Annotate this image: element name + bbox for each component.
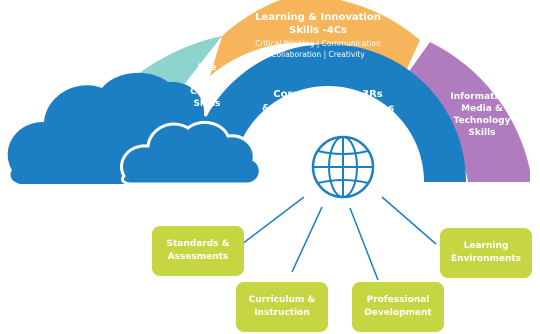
support-curriculum-line2: Instruction [254,308,310,318]
learning-innovation-line1: Learning & Innovation [255,12,381,23]
support-learning-line2: Environments [451,254,521,264]
support-box-professional: Professional Development [352,282,444,332]
support-professional-line2: Development [364,308,432,318]
connector-standards [241,196,305,245]
learning-innovation-sub1: Critical thinking | Communication [255,39,381,48]
small-cloud [120,120,262,186]
learning-innovation-line2: Skills -4Cs [289,25,347,36]
core-subjects-arc [190,44,466,182]
connector-professional [349,207,379,281]
support-professional-line1: Professional [367,295,430,305]
core-subjects-line2: & 21st Century Themes [262,103,394,114]
information-media-line3: Technology [454,116,511,126]
life-career-line4: Skills [193,99,220,109]
support-curriculum-line1: Curriculum & [249,295,316,305]
connector-lines [241,196,437,281]
connector-learning [381,196,437,245]
cloud-shape [7,72,262,186]
support-box-curriculum: Curriculum & Instruction [236,282,328,332]
information-media-line4: Skills [468,128,495,138]
connector-curriculum [291,206,323,273]
information-media-line1: Information, [450,92,513,102]
life-career-line1: Life [198,63,217,73]
learning-innovation-sub2: Collaboration | Creativity [271,50,365,59]
core-subjects-line1: Core Subjects - 3Rs [273,89,383,100]
support-standards-line2: Assesments [168,252,229,262]
support-box-learning-environments: Learning Environments [440,228,532,278]
information-media-line2: Media & [461,104,503,114]
support-learning-line1: Learning [464,241,509,251]
globe-icon [305,129,381,205]
information-media-segment [400,42,530,182]
life-career-line3: Career [190,87,224,97]
support-standards-line1: Standards & [167,239,230,249]
learning-innovation-segment [210,0,420,84]
life-career-line2: & [203,75,211,85]
support-box-standards: Standards & Assesments [152,226,244,276]
